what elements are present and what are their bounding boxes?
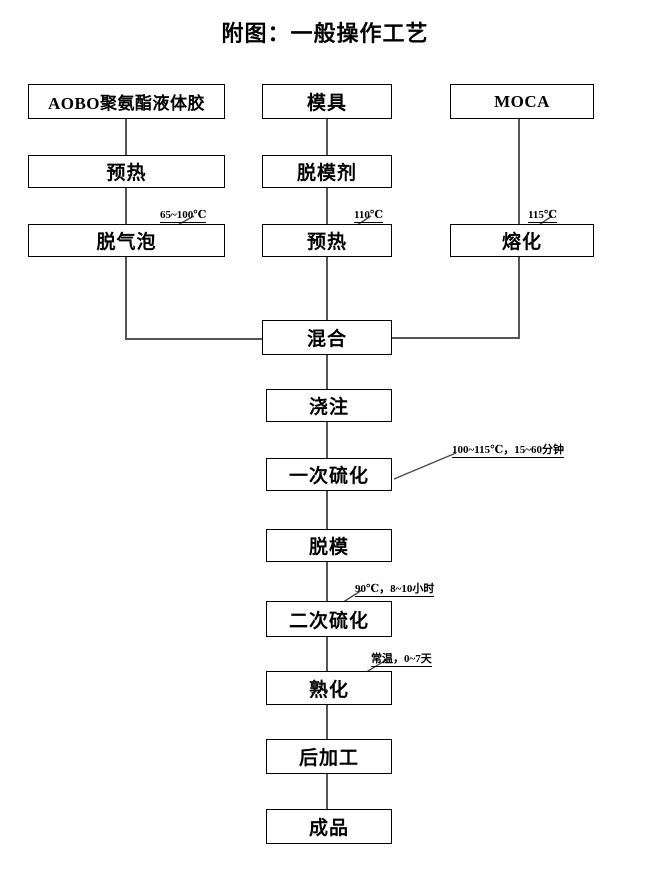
node-release-agent-label: 脱模剂 (296, 163, 357, 184)
annotation-degas-temp: 65~100℃ (160, 209, 207, 223)
node-mature-label: 熟化 (308, 679, 349, 701)
node-mix[interactable]: 混合 (262, 320, 392, 355)
page-title: 附图：一般操作工艺 (221, 21, 429, 46)
node-first-cure[interactable]: 一次硫化 (266, 458, 392, 491)
connector-demold-to-cure2 (326, 562, 328, 601)
node-mature[interactable]: 熟化 (266, 671, 392, 705)
connector-degas-down (125, 257, 127, 339)
connector-moca-to-melt (518, 119, 520, 225)
annotation-preheat2-temp: 110℃ (354, 209, 384, 223)
connector-cure1-to-demold (326, 491, 328, 529)
node-post-processing[interactable]: 后加工 (266, 739, 392, 774)
connector-preheat1-to-degas (125, 188, 127, 224)
node-preheat2-label: 预热 (306, 232, 347, 253)
connector-glue-to-preheat1 (125, 119, 127, 155)
node-preheat2[interactable]: 预热 (262, 224, 392, 257)
node-degas[interactable]: 脱气泡 (28, 224, 225, 257)
node-mold[interactable]: 模具 (262, 84, 392, 119)
node-glue-label: AOBO聚氨酯液体胶 (47, 94, 206, 113)
connector-cure2-to-mature (326, 637, 328, 671)
node-melt[interactable]: 熔化 (450, 224, 594, 257)
connector-melt-down (518, 257, 520, 339)
node-post-processing-label: 后加工 (298, 748, 359, 769)
node-finished-product-label: 成品 (308, 818, 349, 839)
node-mold-label: 模具 (306, 93, 347, 114)
annotation-melt-temp: 115℃ (528, 209, 558, 223)
connector-melt-to-mix (392, 337, 520, 339)
node-second-cure[interactable]: 二次硫化 (266, 601, 392, 637)
node-second-cure-label: 二次硫化 (288, 610, 369, 632)
node-preheat1[interactable]: 预热 (28, 155, 225, 188)
connector-preheat2-to-mix (326, 257, 328, 321)
node-release-agent[interactable]: 脱模剂 (262, 155, 392, 188)
node-first-cure-label: 一次硫化 (288, 466, 369, 487)
node-pour[interactable]: 浇注 (266, 389, 392, 422)
node-mix-label: 混合 (306, 329, 347, 350)
connector-mold-to-release (326, 119, 328, 155)
connector-degas-to-mix (125, 338, 264, 340)
connector-mature-to-postproc (326, 705, 328, 739)
node-finished-product[interactable]: 成品 (266, 809, 392, 844)
node-pour-label: 浇注 (308, 397, 349, 418)
annotation-second-cure-condition: 90℃，8~10小时 (355, 583, 435, 597)
node-demold[interactable]: 脱模 (266, 529, 392, 562)
node-degas-label: 脱气泡 (96, 232, 157, 253)
node-demold-label: 脱模 (308, 537, 349, 558)
connector-postproc-to-product (326, 774, 328, 809)
leader-line-cure1 (393, 452, 457, 480)
annotation-first-cure-condition: 100~115℃，15~60分钟 (452, 444, 565, 458)
node-moca-label: MOCA (494, 91, 550, 111)
node-moca[interactable]: MOCA (450, 84, 594, 119)
node-glue[interactable]: AOBO聚氨酯液体胶 (28, 84, 225, 119)
connector-release-to-preheat2 (326, 188, 328, 224)
node-melt-label: 熔化 (501, 232, 542, 253)
node-preheat1-label: 预热 (106, 163, 147, 184)
annotation-mature-condition: 常温，0~7天 (371, 653, 432, 667)
connector-mix-to-pour (326, 355, 328, 390)
connector-pour-to-cure1 (326, 422, 328, 459)
